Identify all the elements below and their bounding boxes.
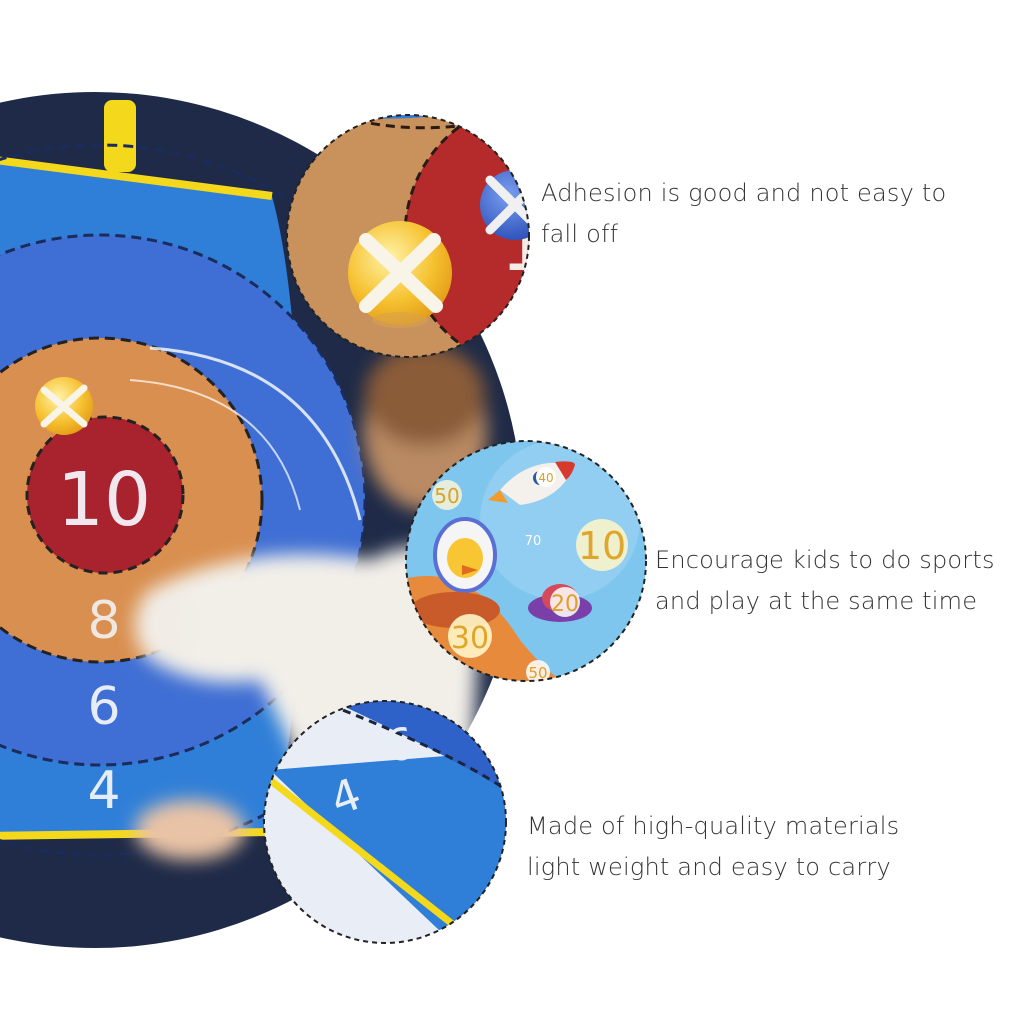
print-number-50a: 50 bbox=[434, 484, 459, 508]
detail-circle-adhesion: 10 bbox=[286, 114, 530, 358]
caption-adhesion: Adhesion is good and not easy to fall of… bbox=[541, 173, 946, 255]
detail-circle-sports: 50 40 70 10 20 30 50 bbox=[405, 440, 647, 682]
detail-circle-material: 6 4 bbox=[263, 700, 507, 944]
blue-sticky-ball bbox=[480, 170, 529, 240]
print-number-70: 70 bbox=[525, 534, 542, 549]
ring-number-8: 8 bbox=[87, 591, 120, 651]
caption-adhesion-line-2: fall off bbox=[541, 220, 619, 248]
caption-sports-line-1: Encourage kids to do sports bbox=[655, 546, 995, 574]
ring-number-6: 6 bbox=[87, 677, 120, 737]
caption-sports: Encourage kids to do sports and play at … bbox=[655, 540, 995, 622]
print-number-10: 10 bbox=[578, 524, 626, 568]
ring-number-10: 10 bbox=[57, 457, 151, 543]
caption-material-line-1: Made of high-quality materials bbox=[527, 812, 900, 840]
ring-number-4: 4 bbox=[87, 761, 120, 821]
caption-adhesion-line-1: Adhesion is good and not easy to bbox=[541, 179, 947, 207]
caption-sports-line-2: and play at the same time bbox=[655, 587, 978, 615]
print-number-40: 40 bbox=[538, 471, 553, 485]
print-number-50b: 50 bbox=[528, 664, 547, 682]
caption-material: Made of high-quality materials light wei… bbox=[527, 806, 899, 888]
print-number-30: 30 bbox=[451, 621, 489, 656]
ring-center-red bbox=[27, 417, 183, 573]
print-number-20: 20 bbox=[551, 592, 579, 617]
sticky-ball bbox=[35, 377, 93, 435]
caption-material-line-2: light weight and easy to carry bbox=[527, 853, 891, 881]
hanging-loop bbox=[104, 100, 136, 172]
yellow-sticky-ball bbox=[348, 221, 452, 328]
